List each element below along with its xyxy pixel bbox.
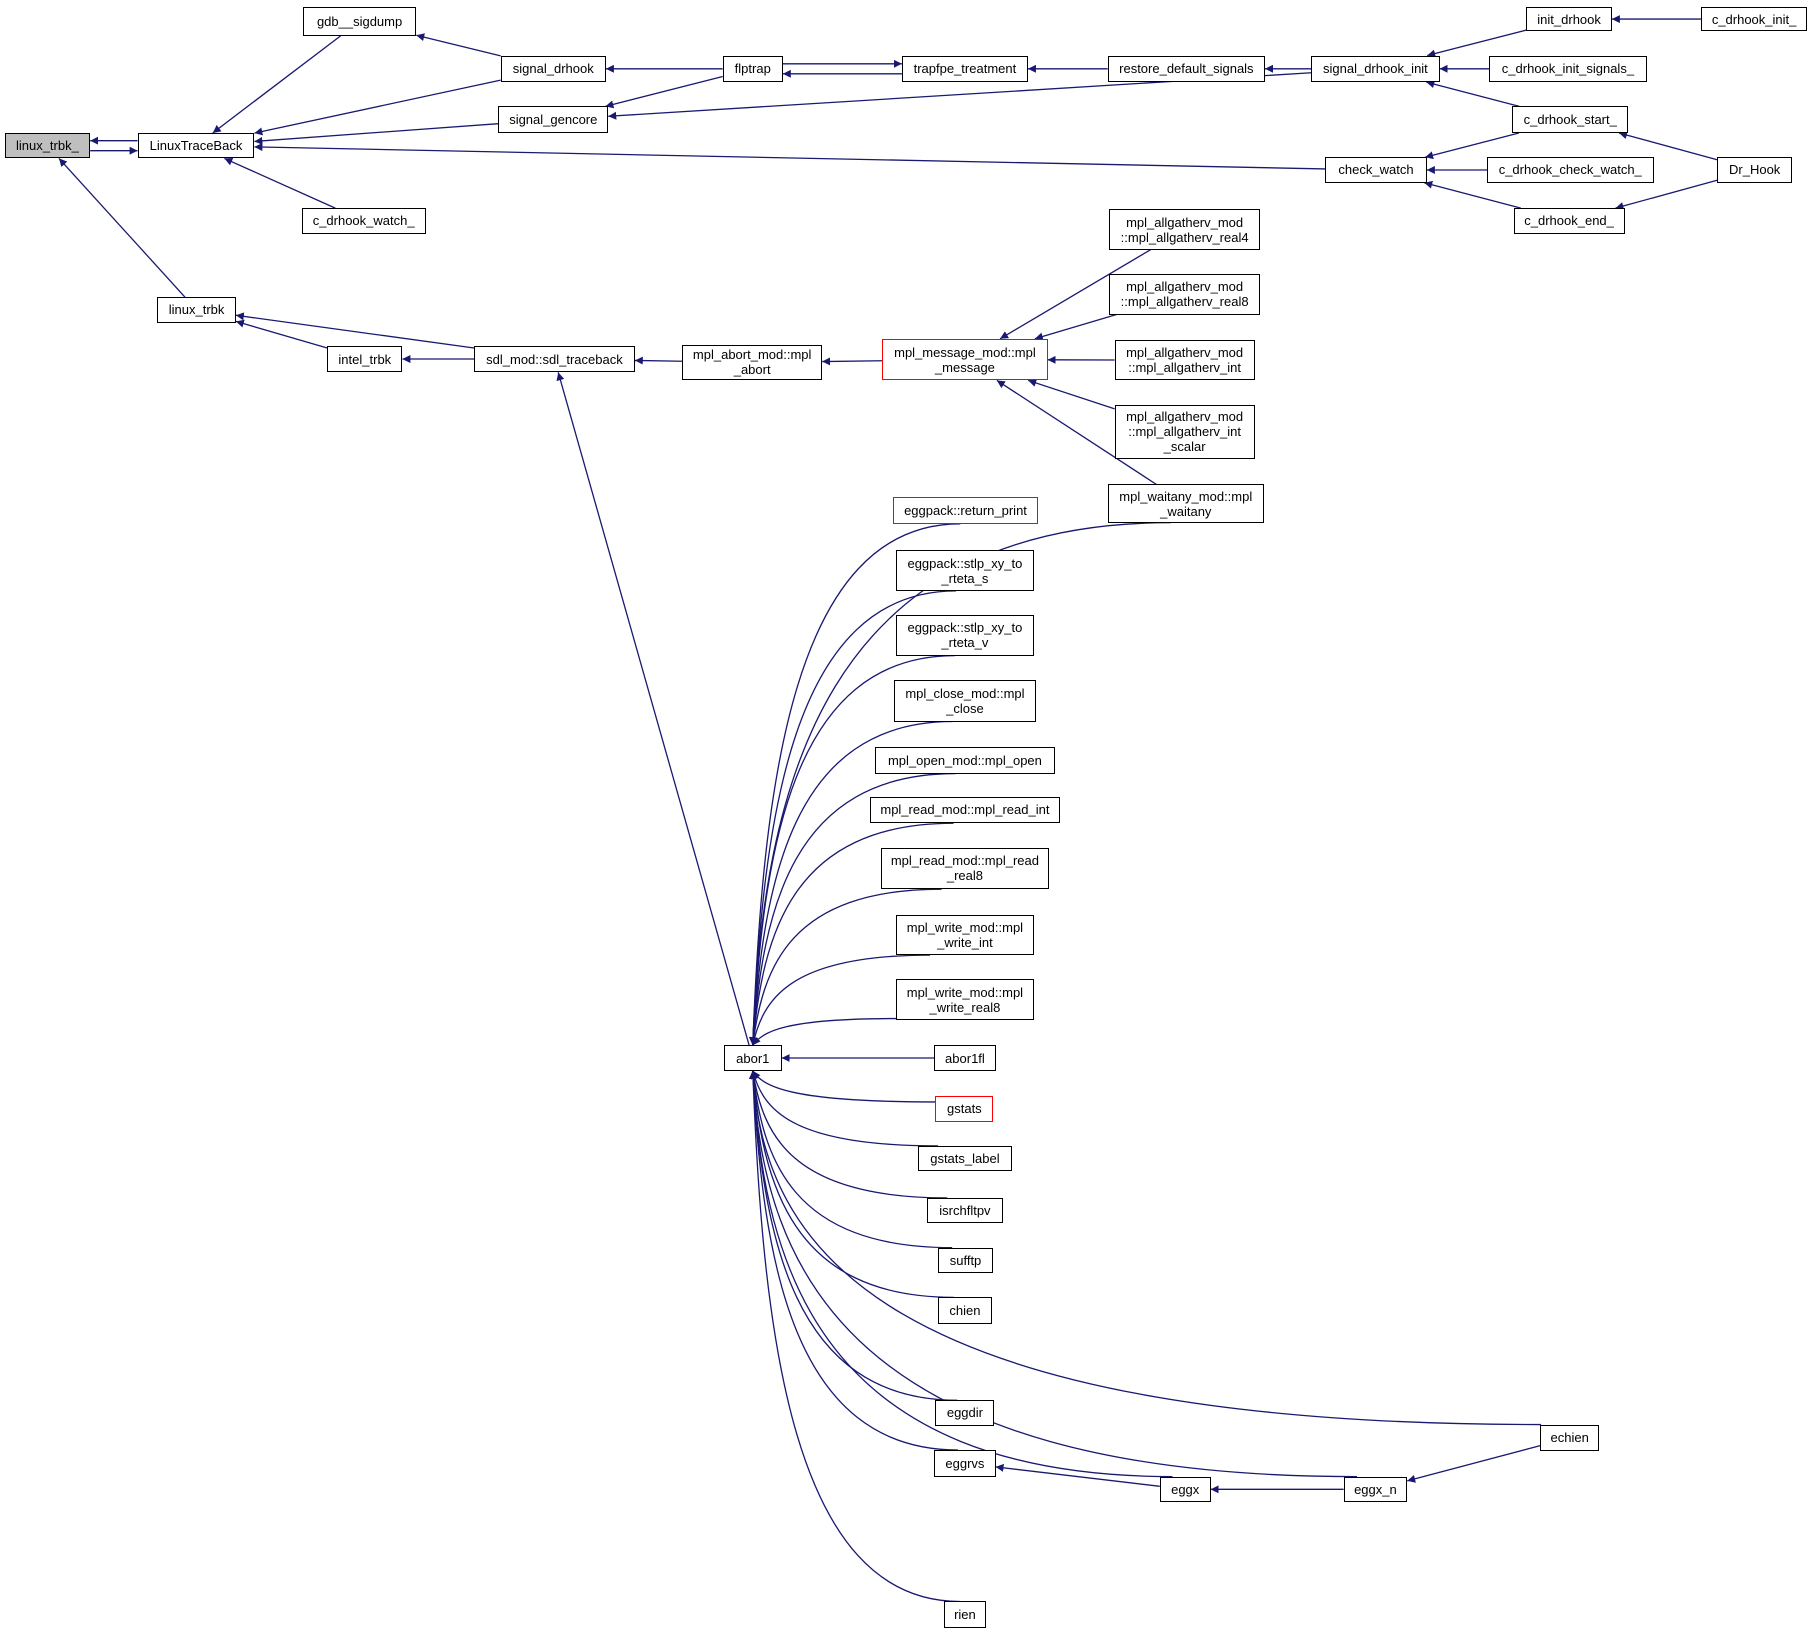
edge-signal-drhook-to-linuxtraceback — [254, 79, 501, 136]
edge-init-drhook-to-signal-drhook-init — [1427, 29, 1527, 58]
graph-node-trapfpe-treatment[interactable]: trapfpe_treatment — [901, 55, 1028, 83]
edge-dr-hook-to-c-drhook-start- — [1618, 131, 1718, 161]
graph-node-mpl-write-int[interactable]: mpl_write_mod::mpl _write_int — [896, 914, 1034, 956]
graph-node-check-watch[interactable]: check_watch — [1325, 157, 1427, 183]
graph-node-c-drhook-init-signals-[interactable]: c_drhook_init_signals_ — [1489, 55, 1647, 83]
edge-eggx-n-to-abor1 — [749, 1070, 1358, 1478]
edge-sdl-traceback-to-linux-trbk — [235, 312, 475, 349]
edge-mpl-open-to-abor1 — [749, 772, 956, 1046]
graph-node-c-drhook-end-[interactable]: c_drhook_end_ — [1513, 208, 1625, 234]
graph-node-intel-trbk[interactable]: intel_trbk — [327, 345, 403, 373]
graph-node-allgatherv-real4[interactable]: mpl_allgatherv_mod ::mpl_allgatherv_real… — [1108, 209, 1261, 250]
edge-return-print-to-abor1 — [749, 523, 961, 1046]
edge-c-drhook-start--to-check-watch — [1424, 132, 1520, 160]
edge-mpl-waitany-to-mpl-message — [996, 379, 1157, 486]
edge-c-drhook-end--to-check-watch — [1424, 180, 1521, 209]
edge-stlp-v-to-abor1 — [749, 654, 955, 1046]
graph-node-linux-trbk-[interactable]: linux_trbk_ — [4, 132, 91, 159]
edge-dr-hook-to-c-drhook-end- — [1615, 179, 1718, 210]
graph-node-isrchfltpv[interactable]: isrchfltpv — [927, 1197, 1003, 1224]
graph-node-abor1[interactable]: abor1 — [723, 1045, 782, 1071]
graph-node-mpl-message[interactable]: mpl_message_mod::mpl _message — [882, 338, 1048, 381]
graph-node-mpl-open[interactable]: mpl_open_mod::mpl_open — [875, 746, 1055, 774]
edge-eggx-to-abor1 — [749, 1070, 1173, 1478]
graph-node-flptrap[interactable]: flptrap — [722, 55, 783, 83]
graph-node-eggrvs[interactable]: eggrvs — [934, 1450, 996, 1477]
graph-node-c-drhook-check-watch-[interactable]: c_drhook_check_watch_ — [1487, 157, 1654, 183]
graph-node-mpl-waitany[interactable]: mpl_waitany_mod::mpl _waitany — [1107, 484, 1264, 523]
graph-node-c-drhook-start-[interactable]: c_drhook_start_ — [1512, 106, 1629, 133]
edge-allgatherv-real4-to-mpl-message — [999, 249, 1151, 340]
edge-echien-to-abor1 — [749, 1070, 1542, 1426]
graph-node-c-drhook-init-[interactable]: c_drhook_init_ — [1700, 6, 1808, 32]
edge-mpl-message-to-mpl-abort — [822, 357, 883, 366]
graph-node-allgatherv-int[interactable]: mpl_allgatherv_mod ::mpl_allgatherv_int — [1114, 339, 1255, 381]
graph-node-echien[interactable]: echien — [1540, 1424, 1600, 1452]
edge-eggrvs-to-abor1 — [749, 1070, 958, 1451]
edge-flptrap-to-signal-gencore — [605, 75, 723, 109]
edge-mpl-write-real8-to-abor1 — [752, 1017, 897, 1046]
edge-sufftp-to-abor1 — [749, 1070, 953, 1249]
graph-node-chien[interactable]: chien — [937, 1297, 993, 1324]
graph-node-eggdir[interactable]: eggdir — [935, 1400, 995, 1426]
edge-mpl-read-int-to-abor1 — [749, 822, 954, 1046]
edge-linux-trbk-to-linux-trbk- — [58, 157, 186, 298]
graph-node-init-drhook[interactable]: init_drhook — [1526, 6, 1612, 32]
graph-node-sdl-traceback[interactable]: sdl_mod::sdl_traceback — [474, 345, 635, 373]
graph-node-restore-default-signals[interactable]: restore_default_signals — [1107, 55, 1265, 83]
graph-node-allgatherv-int-scalar[interactable]: mpl_allgatherv_mod ::mpl_allgatherv_int … — [1114, 404, 1255, 460]
graph-node-mpl-close[interactable]: mpl_close_mod::mpl _close — [893, 679, 1037, 722]
graph-node-signal-gencore[interactable]: signal_gencore — [498, 106, 609, 133]
graph-node-eggx[interactable]: eggx — [1159, 1476, 1211, 1503]
graph-node-gstats[interactable]: gstats — [935, 1096, 994, 1122]
graph-node-signal-drhook[interactable]: signal_drhook — [500, 55, 606, 83]
graph-node-signal-drhook-init[interactable]: signal_drhook_init — [1311, 55, 1440, 83]
graph-node-rien[interactable]: rien — [943, 1601, 987, 1629]
edge-intel-trbk-to-linux-trbk — [235, 319, 328, 349]
edge-mpl-close-to-abor1 — [749, 720, 953, 1046]
graph-node-mpl-abort[interactable]: mpl_abort_mod::mpl _abort — [682, 344, 823, 381]
edge-eggx-to-eggrvs — [995, 1463, 1160, 1487]
edge-gdb-sigdump-to-linuxtraceback — [212, 35, 341, 134]
edge-c-drhook-watch--to-linuxtraceback — [224, 157, 336, 209]
edge-check-watch-to-linuxtraceback — [254, 143, 1326, 170]
graph-node-eggx-n[interactable]: eggx_n — [1343, 1476, 1408, 1503]
edge-c-drhook-start--to-signal-drhook-init — [1426, 80, 1520, 108]
edge-eggdir-to-abor1 — [749, 1070, 958, 1401]
graph-node-dr-hook[interactable]: Dr_Hook — [1717, 157, 1793, 183]
edge-stlp-s-to-abor1 — [749, 590, 957, 1046]
graph-node-sufftp[interactable]: sufftp — [937, 1247, 994, 1274]
graph-node-linuxtraceback[interactable]: LinuxTraceBack — [137, 132, 255, 159]
edge-signal-drhook-to-gdb-sigdump — [416, 33, 501, 57]
edge-signal-gencore-to-linuxtraceback — [254, 123, 499, 145]
edge-allgatherv-int-scalar-to-mpl-message — [1028, 379, 1115, 410]
edge-isrchfltpv-to-abor1 — [750, 1070, 948, 1199]
edge-gstats-to-abor1 — [752, 1070, 936, 1103]
edge-abor1-to-sdl-traceback — [556, 372, 750, 1046]
edge-gstats-label-to-abor1 — [750, 1070, 939, 1147]
edge-mpl-waitany-to-abor1 — [749, 521, 1171, 1046]
graph-node-gdb-sigdump[interactable]: gdb__sigdump — [302, 6, 417, 36]
graph-node-mpl-read-int[interactable]: mpl_read_mod::mpl_read_int — [869, 796, 1061, 824]
edge-allgatherv-real8-to-mpl-message — [1034, 313, 1117, 341]
graph-node-stlp-s[interactable]: eggpack::stlp_xy_to _rteta_s — [896, 550, 1034, 591]
edge-mpl-write-int-to-abor1 — [750, 954, 931, 1046]
graph-node-mpl-read-real8[interactable]: mpl_read_mod::mpl_read _real8 — [881, 847, 1049, 890]
edge-rien-to-abor1 — [749, 1070, 960, 1603]
edge-echien-to-eggx-n — [1407, 1445, 1541, 1483]
edge-mpl-read-real8-to-abor1 — [749, 888, 942, 1046]
graph-node-c-drhook-watch-[interactable]: c_drhook_watch_ — [301, 208, 426, 234]
graph-node-linux-trbk[interactable]: linux_trbk — [157, 297, 236, 323]
graph-node-abor1fl[interactable]: abor1fl — [934, 1045, 996, 1071]
graph-node-gstats-label[interactable]: gstats_label — [918, 1145, 1012, 1172]
graph-node-return-print[interactable]: eggpack::return_print — [892, 497, 1039, 524]
edge-mpl-abort-to-sdl-traceback — [634, 356, 683, 365]
graph-node-stlp-v[interactable]: eggpack::stlp_xy_to _rteta_v — [896, 615, 1034, 656]
graph-node-allgatherv-real8[interactable]: mpl_allgatherv_mod ::mpl_allgatherv_real… — [1108, 274, 1261, 315]
graph-node-mpl-write-real8[interactable]: mpl_write_mod::mpl _write_real8 — [896, 979, 1034, 1020]
